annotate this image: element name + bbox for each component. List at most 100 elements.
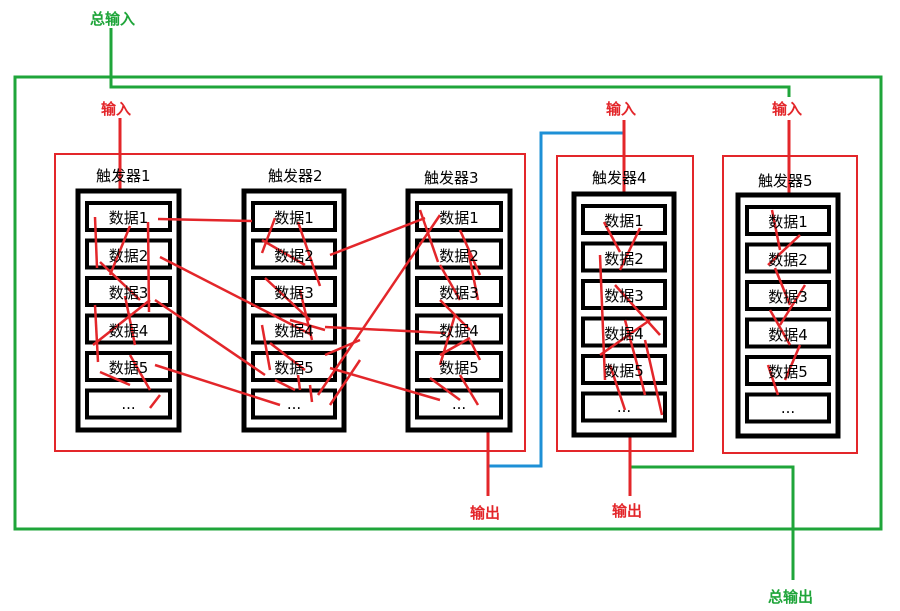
data-cell-5-3	[745, 280, 831, 311]
connection-line	[296, 221, 322, 287]
connection-line	[438, 314, 457, 366]
connection-line	[264, 277, 311, 321]
connection-line	[99, 370, 131, 387]
data-cell-label: 数据2	[768, 250, 808, 269]
data-cell-label: 数据3	[768, 288, 808, 306]
connection-line	[324, 338, 361, 357]
data-cell-label: 数据5	[439, 359, 479, 377]
total-input-line	[109, 28, 791, 97]
data-cell-1-3	[85, 276, 172, 307]
data-cell-label: 数据5	[604, 362, 644, 380]
connection-line	[468, 339, 482, 361]
connection-line	[298, 289, 314, 341]
connection-line	[123, 295, 137, 346]
connection-line	[773, 267, 792, 306]
connection-line	[429, 376, 461, 402]
connection-line	[159, 255, 311, 336]
connection-line	[146, 221, 151, 313]
connection-line	[458, 374, 480, 406]
output-label-4: 输出	[612, 502, 643, 520]
output-to-input-link	[488, 131, 624, 468]
connection-line	[638, 374, 647, 396]
trigger-title-1: 触发器1	[96, 167, 151, 185]
connection-line	[614, 284, 661, 336]
data-cell-label: 数据2	[604, 249, 644, 268]
data-cell-4-4	[581, 316, 667, 348]
data-cell-3-6	[415, 388, 503, 420]
data-cell-label: ...	[286, 394, 302, 413]
connection-line	[260, 324, 272, 371]
connection-line	[599, 318, 651, 357]
connection-line	[308, 384, 314, 403]
connection-line	[458, 229, 482, 276]
trigger-title-3: 触发器3	[424, 169, 479, 187]
connection-line	[99, 261, 141, 301]
data-cell-5-5	[745, 355, 831, 386]
data-cell-label: ...	[616, 397, 632, 416]
connection-line	[643, 339, 664, 416]
data-cell-label: 数据1	[604, 212, 644, 230]
connection-line	[598, 254, 607, 381]
data-cell-label: 数据4	[439, 321, 479, 340]
connection-line	[108, 225, 132, 276]
connection-line	[128, 354, 152, 391]
data-cell-4-2	[581, 241, 667, 273]
data-cell-label: 数据5	[274, 359, 314, 377]
group-box-1	[54, 153, 526, 452]
connection-line	[623, 319, 642, 376]
connection-line	[324, 325, 446, 335]
connection-line	[783, 344, 802, 381]
data-cell-2-3	[251, 276, 337, 307]
trigger-title-5: 触发器5	[758, 172, 813, 190]
connection-line	[329, 216, 426, 257]
connection-line	[778, 284, 807, 326]
connection-line	[466, 249, 480, 301]
connection-line	[602, 221, 622, 253]
total-output-line	[630, 465, 795, 580]
connection-line	[274, 378, 296, 392]
connection-line	[260, 217, 277, 254]
data-cell-label: 数据1	[439, 209, 479, 227]
total-output-label: 总输出	[768, 588, 814, 606]
data-cell-2-1	[251, 201, 337, 232]
data-cell-1-6	[85, 388, 172, 420]
data-cell-label: ...	[780, 398, 796, 417]
data-cell-label: 数据5	[768, 363, 808, 381]
connection-line	[269, 342, 306, 371]
data-cell-label: 数据4	[768, 325, 808, 344]
trigger-title-2: 触发器2	[268, 167, 323, 185]
data-cell-label: 数据2	[108, 246, 149, 265]
data-cell-4-1	[581, 204, 667, 235]
data-cell-3-1	[415, 201, 503, 232]
data-cell-label: 数据5	[108, 359, 149, 377]
connection-line	[766, 364, 780, 396]
connection-line	[770, 209, 782, 251]
input-label-4: 输入	[606, 100, 637, 118]
connection-line	[608, 364, 627, 411]
data-cell-5-2	[745, 242, 831, 274]
input-label-5: 输入	[772, 100, 803, 118]
data-cell-label: 数据1	[768, 213, 808, 231]
connection-line	[93, 304, 100, 363]
data-cell-label: 数据3	[604, 287, 644, 305]
data-cell-5-6	[745, 392, 831, 424]
data-cell-label: 数据3	[108, 284, 149, 302]
connection-line	[768, 309, 792, 346]
connection-line	[767, 234, 801, 266]
connection-line	[93, 216, 99, 269]
connection-line	[149, 394, 161, 409]
connection-line	[329, 366, 441, 402]
trigger-title-4: 触发器4	[592, 169, 647, 187]
data-cell-label: 数据4	[108, 321, 149, 340]
data-cell-2-6	[251, 388, 337, 420]
connection-line	[154, 363, 281, 407]
connection-line	[439, 336, 471, 357]
data-cell-label: 数据1	[108, 209, 149, 227]
data-cell-label: ...	[451, 394, 467, 413]
output-label-3: 输出	[470, 504, 501, 522]
total-input-label: 总输入	[90, 10, 136, 28]
data-cell-label: 数据4	[274, 321, 314, 340]
connection-line	[418, 209, 440, 263]
data-cell-label: ...	[121, 394, 136, 413]
data-cell-3-5	[415, 351, 503, 382]
